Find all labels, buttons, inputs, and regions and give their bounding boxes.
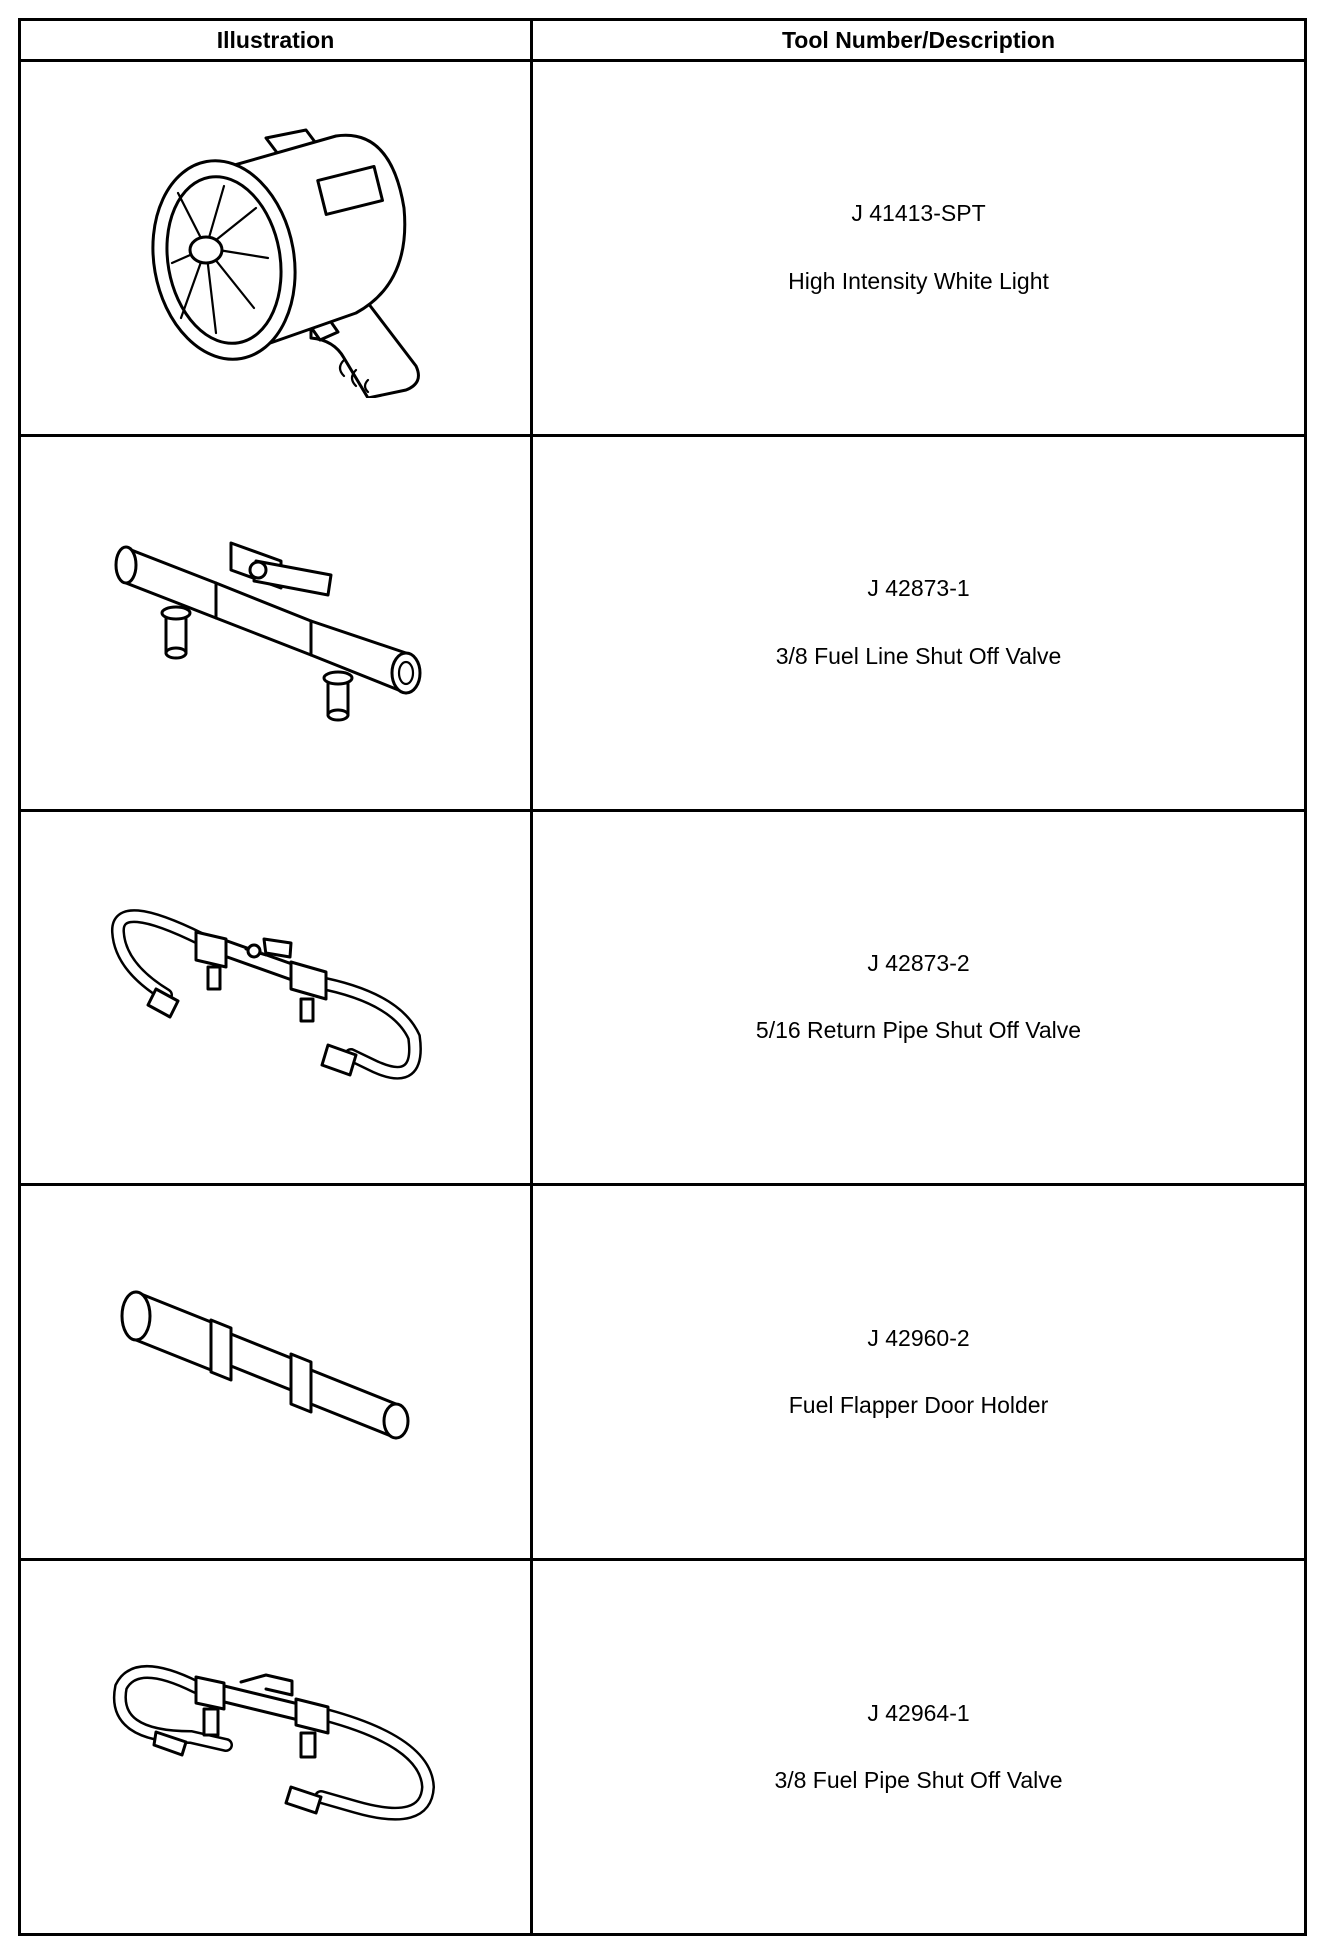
description-cell: J 42873-2 5/16 Return Pipe Shut Off Valv…	[530, 808, 1307, 1187]
pipe-shutoff-valve-icon	[112, 1665, 435, 1821]
tool-description: 3/8 Fuel Line Shut Off Valve	[775, 642, 1062, 669]
tool-description: 5/16 Return Pipe Shut Off Valve	[755, 1017, 1082, 1044]
table-row: J 42873-1 3/8 Fuel Line Shut Off Valve	[18, 433, 1307, 812]
illustration-cell	[18, 808, 533, 1187]
table-row: J 42960-2 Fuel Flapper Door Holder	[18, 1183, 1307, 1562]
tool-description: Fuel Flapper Door Holder	[788, 1392, 1049, 1419]
tool-description: High Intensity White Light	[788, 267, 1049, 294]
table-row: J 42964-1 3/8 Fuel Pipe Shut Off Valve	[18, 1558, 1307, 1936]
header-tool-description: Tool Number/Description	[530, 18, 1307, 62]
tool-number: J 42964-1	[867, 1699, 970, 1726]
inline-shutoff-valve-icon	[114, 541, 421, 722]
description-cell: J 42873-1 3/8 Fuel Line Shut Off Valve	[530, 433, 1307, 812]
table-row: J 41413-SPT High Intensity White Light	[18, 59, 1307, 437]
header-illustration: Illustration	[18, 18, 533, 62]
hose-shutoff-valve-icon	[110, 909, 422, 1081]
tool-number: J 42873-2	[867, 949, 970, 976]
illustration-cell	[18, 433, 533, 812]
flapper-door-holder-icon	[120, 1290, 409, 1440]
tool-number: J 42960-2	[867, 1324, 970, 1351]
tool-number: J 41413-SPT	[851, 200, 986, 227]
table-row: J 42873-2 5/16 Return Pipe Shut Off Valv…	[18, 808, 1307, 1187]
description-cell: J 42964-1 3/8 Fuel Pipe Shut Off Valve	[530, 1558, 1307, 1936]
description-cell: J 41413-SPT High Intensity White Light	[530, 59, 1307, 437]
illustration-cell	[18, 1558, 533, 1936]
tool-description: 3/8 Fuel Pipe Shut Off Valve	[774, 1767, 1063, 1794]
illustration-cell	[18, 1183, 533, 1562]
spotlight-icon	[150, 128, 420, 398]
special-tools-table: Illustration Tool Number/Description	[18, 18, 1307, 1936]
illustration-cell	[18, 59, 533, 437]
header-row: Illustration Tool Number/Description	[18, 18, 1307, 62]
tool-number: J 42873-1	[867, 575, 970, 602]
description-cell: J 42960-2 Fuel Flapper Door Holder	[530, 1183, 1307, 1562]
